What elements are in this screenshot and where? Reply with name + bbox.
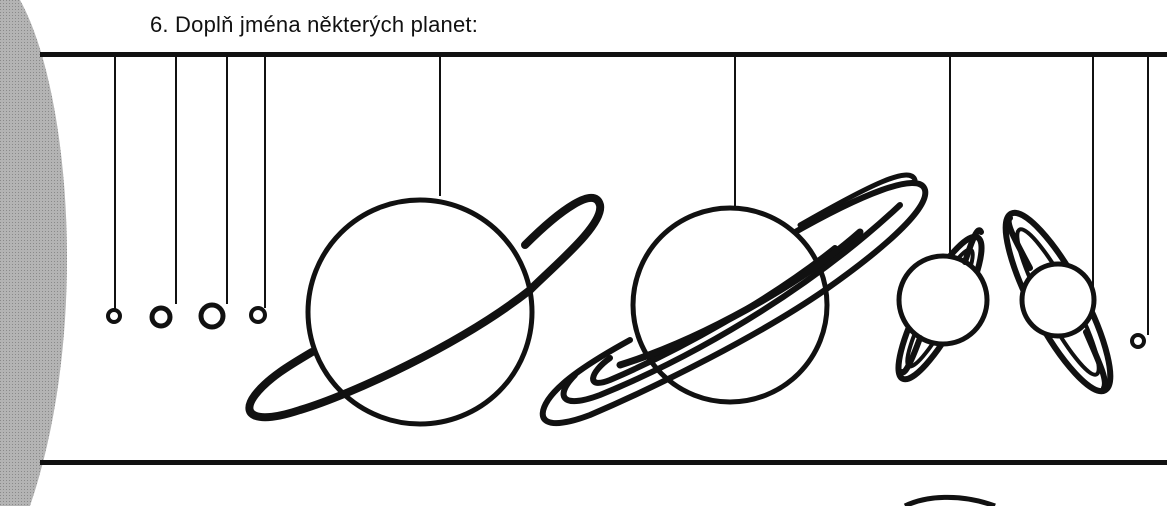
planet-2 bbox=[152, 308, 170, 326]
top-border-line bbox=[40, 52, 1167, 57]
sun bbox=[0, 0, 67, 506]
planet-1 bbox=[108, 310, 120, 322]
planet-7 bbox=[885, 228, 995, 388]
planet-5 bbox=[249, 198, 600, 424]
planet-3 bbox=[201, 305, 223, 327]
partial-planet-next-row bbox=[905, 497, 995, 506]
planet-4 bbox=[251, 308, 265, 322]
planet-9 bbox=[1132, 335, 1144, 347]
bottom-border-line bbox=[40, 460, 1167, 465]
planet-8 bbox=[988, 201, 1128, 402]
